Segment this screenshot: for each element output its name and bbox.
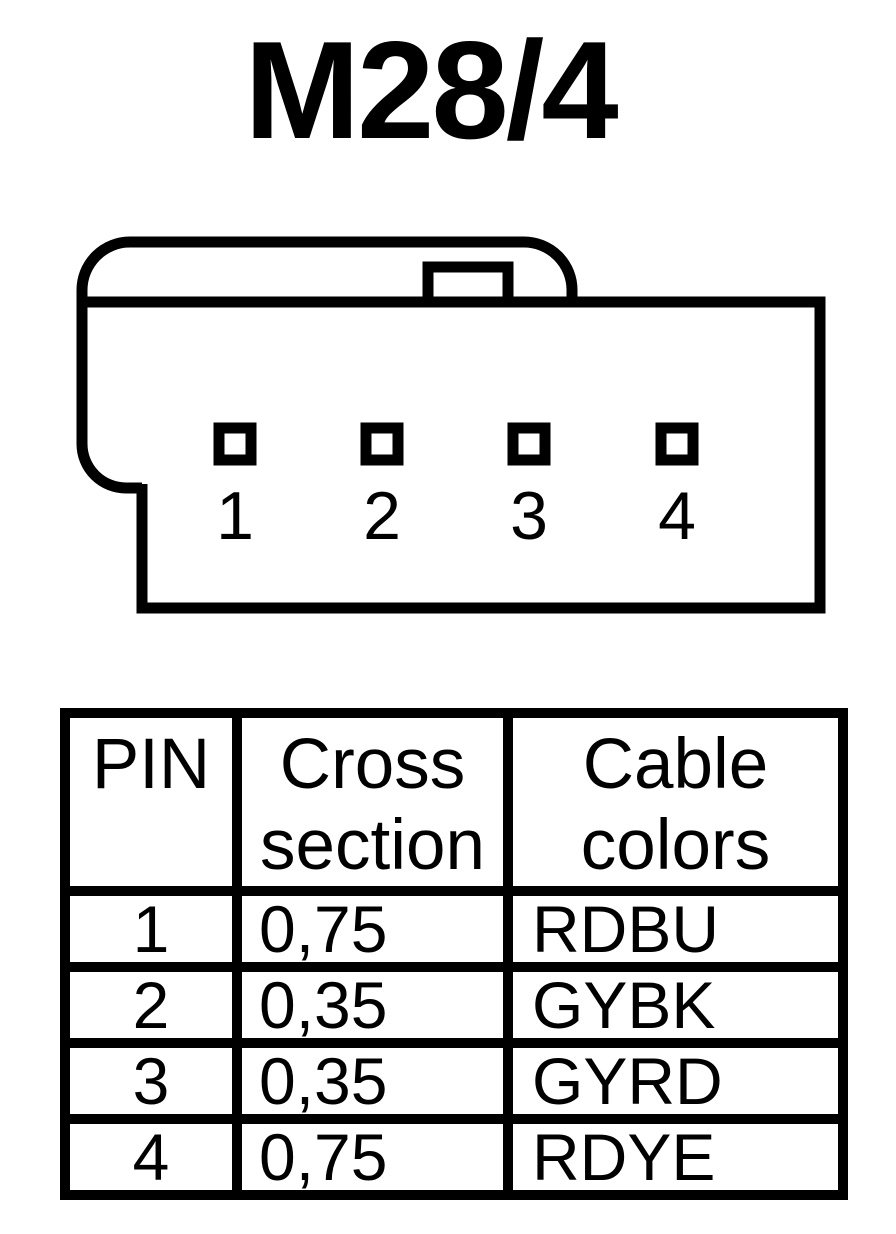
- connector-latch-tab: [422, 261, 514, 304]
- connector-cap-outline: [76, 236, 578, 494]
- pin-cavity-1: [213, 422, 257, 466]
- pin-label-4: 4: [658, 478, 696, 554]
- cell-cable-color: GYRD: [503, 1038, 848, 1124]
- pin-label-1: 1: [216, 478, 254, 554]
- header-cross-section: Cross section: [232, 708, 513, 896]
- connector-diagram: 1 2 3 4: [76, 236, 826, 614]
- page-title: M28/4: [244, 13, 618, 168]
- cell-cross-section: 0,75: [232, 1114, 513, 1200]
- cell-pin: 1: [60, 886, 242, 972]
- cell-pin: 4: [60, 1114, 242, 1200]
- cell-pin: 2: [60, 962, 242, 1048]
- table-header-row: PIN Cross section Cable colors: [60, 708, 848, 896]
- pin-cavity-4: [655, 422, 699, 466]
- cell-cable-color: GYBK: [503, 962, 848, 1048]
- pin-label-2: 2: [363, 478, 401, 554]
- cell-cross-section: 0,75: [232, 886, 513, 972]
- connector-body-outline: [77, 296, 826, 614]
- table-row-pin-4: 4 0,75 RDYE: [60, 1114, 848, 1200]
- table-row-pin-3: 3 0,35 GYRD: [60, 1038, 848, 1124]
- table-row-pin-1: 1 0,75 RDBU: [60, 886, 848, 972]
- table-row-pin-2: 2 0,35 GYBK: [60, 962, 848, 1048]
- cell-cable-color: RDBU: [503, 886, 848, 972]
- cell-cross-section: 0,35: [232, 962, 513, 1048]
- pin-label-3: 3: [510, 478, 548, 554]
- header-pin: PIN: [60, 708, 242, 896]
- header-cable-colors: Cable colors: [503, 708, 848, 896]
- pin-cavity-3: [507, 422, 551, 466]
- pin-table: PIN Cross section Cable colors 1 0,75 RD…: [60, 708, 848, 1200]
- pin-cavity-2: [360, 422, 404, 466]
- cell-cross-section: 0,35: [232, 1038, 513, 1124]
- cell-cable-color: RDYE: [503, 1114, 848, 1200]
- cell-pin: 3: [60, 1038, 242, 1124]
